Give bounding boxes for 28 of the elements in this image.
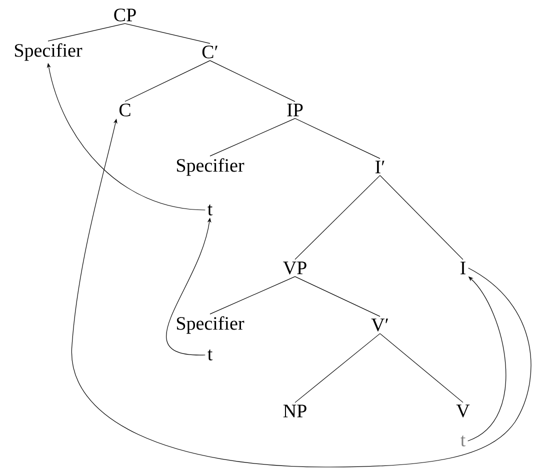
branch-line	[210, 276, 296, 314]
branch-line	[380, 333, 464, 403]
branch-line	[380, 175, 464, 260]
branch-line	[210, 118, 296, 156]
tree-label: Specifier	[176, 158, 244, 176]
tree-label: CP	[114, 8, 136, 22]
branch-line	[48, 23, 126, 42]
branch-line	[294, 276, 380, 317]
tree-label: t	[208, 204, 213, 216]
tree-label: C	[119, 104, 130, 116]
branch-line	[124, 23, 210, 44]
tree-label: V	[456, 404, 470, 418]
tree-label: t	[460, 436, 466, 446]
tree-label: V′	[371, 318, 388, 332]
tree-label: Specifier	[176, 316, 244, 334]
branch-line	[294, 118, 380, 159]
branch-line	[294, 333, 380, 403]
tree-label: I	[460, 262, 466, 274]
tree-label: C′	[202, 46, 218, 58]
tree-label: t	[208, 350, 213, 360]
tree-label: IP	[287, 104, 303, 116]
branch-line	[210, 60, 296, 102]
tree-label: I′	[375, 160, 384, 174]
tree-label: Specifier	[15, 43, 82, 61]
branch-line	[294, 175, 380, 260]
branch-line	[124, 60, 210, 102]
tree-label: VP	[283, 262, 306, 274]
tree-label: NP	[283, 404, 306, 418]
